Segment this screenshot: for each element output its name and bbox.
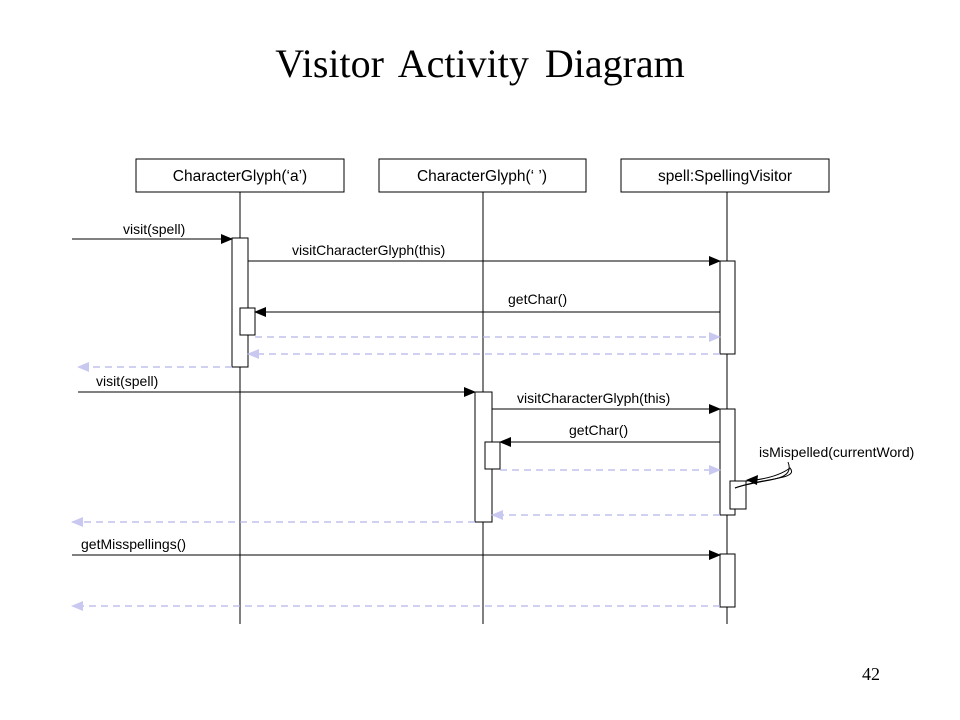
participant-glyph-space-label: CharacterGlyph(‘ ’): [417, 168, 547, 185]
slide-title: Visitor Activity Diagram: [275, 41, 685, 86]
page-number: 42: [862, 664, 880, 684]
self-call-is-mispelled-arrowhead: [746, 475, 758, 485]
message-get-char-1-label: getChar(): [508, 291, 567, 307]
activation-glyph-a-getchar: [239, 307, 256, 336]
message-visit-char-glyph-2-label: visitCharacterGlyph(this): [517, 390, 670, 406]
activation-glyph-a: [231, 237, 249, 368]
participant-glyph-a: CharacterGlyph(‘a’): [135, 158, 345, 193]
activation-visitor-1: [719, 260, 736, 355]
message-get-char-2-label: getChar(): [569, 422, 628, 438]
message-visit-char-glyph-1-label: visitCharacterGlyph(this): [292, 242, 445, 258]
self-call-is-mispelled-curve: [734, 461, 790, 489]
activation-visitor-3: [719, 553, 736, 608]
message-visit-spell-2-label: visit(spell): [96, 373, 158, 389]
message-get-misspellings-label: getMisspellings(): [81, 536, 186, 552]
participant-glyph-space: CharacterGlyph(‘ ’): [378, 158, 587, 193]
participant-visitor: spell:SpellingVisitor: [620, 158, 830, 193]
message-visit-spell-1-label: visit(spell): [123, 221, 185, 237]
activation-visitor-ismispelled: [729, 480, 747, 510]
activation-glyph-space-getchar: [484, 441, 501, 470]
participant-glyph-a-label: CharacterGlyph(‘a’): [173, 168, 307, 185]
participant-visitor-label: spell:SpellingVisitor: [658, 168, 792, 185]
self-call-is-mispelled: [734, 467, 793, 489]
message-is-mispelled-label: isMispelled(currentWord): [759, 444, 914, 460]
